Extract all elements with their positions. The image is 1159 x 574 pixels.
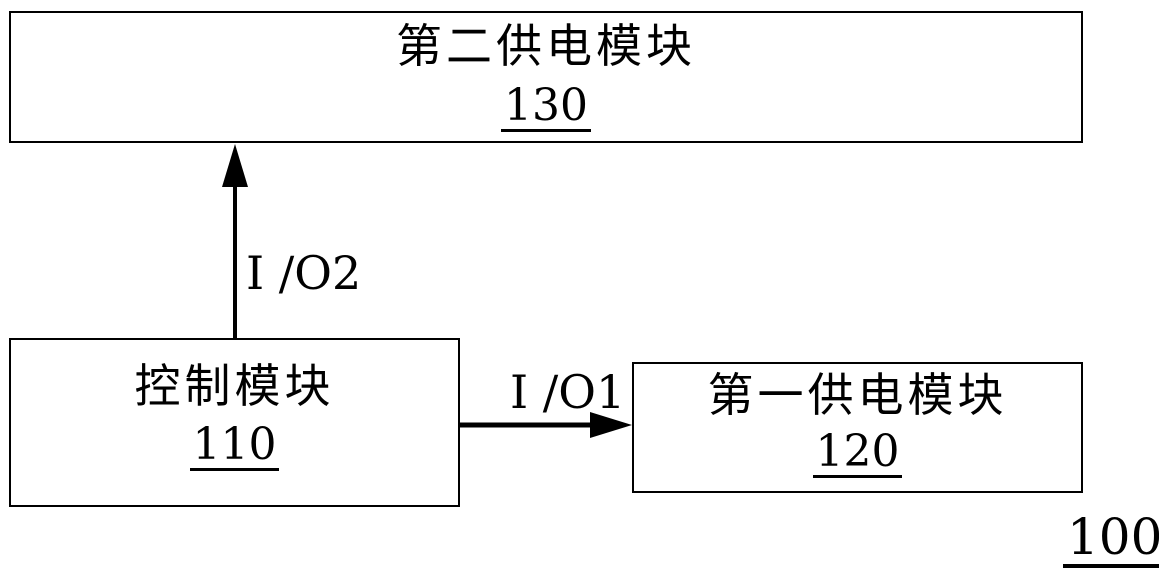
io2-label: I /O2 — [246, 246, 362, 300]
block-module-110: 控制模块 110 — [9, 338, 460, 507]
module-110-ref: 110 — [189, 422, 280, 471]
module-130-ref: 130 — [501, 83, 591, 132]
figure-reference-number: 100 — [1063, 512, 1159, 568]
block-module-120: 第一供电模块 120 — [632, 362, 1083, 493]
module-120-ref: 120 — [812, 429, 903, 478]
io1-label: I /O1 — [510, 365, 626, 419]
module-130-label: 第二供电模块 — [396, 19, 696, 74]
block-module-130: 第二供电模块 130 — [9, 11, 1083, 143]
arrow-io2-up — [222, 144, 248, 338]
module-120-label: 第一供电模块 — [707, 368, 1008, 423]
module-110-label: 控制模块 — [134, 359, 335, 414]
